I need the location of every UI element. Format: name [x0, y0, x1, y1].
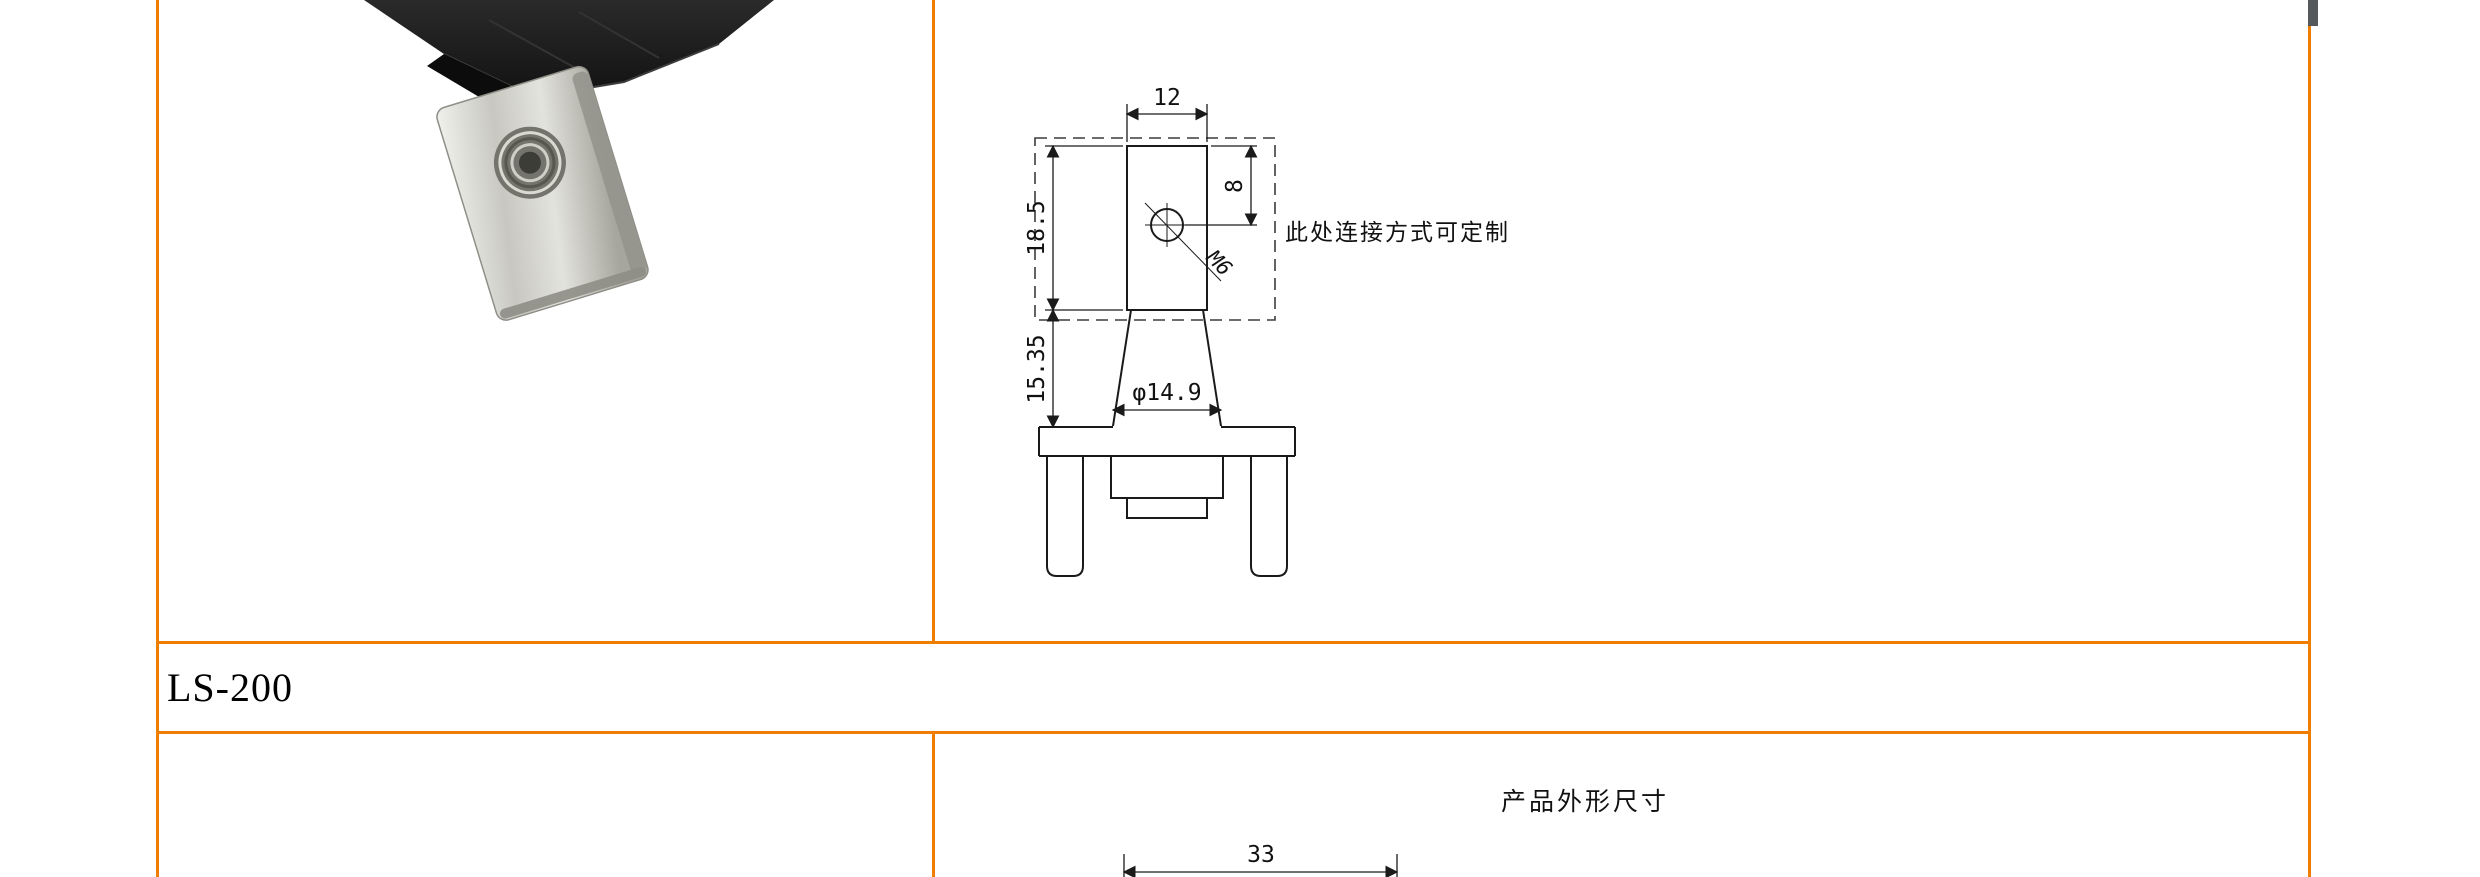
customize-note: 此处连接方式可定制 [1285, 220, 1510, 246]
technical-drawing: M6 12 8 18.5 15.35 [1024, 85, 1510, 577]
thread-hole [493, 126, 566, 199]
product-photo [364, 0, 774, 321]
table-row-divider-2 [156, 731, 2311, 734]
dimension-hole-offset: 8 [1185, 144, 1258, 227]
dim-diameter-text: φ14.9 [1132, 380, 1201, 406]
dimension-body-height: 18.5 [1024, 144, 1123, 312]
table-row-divider-1 [156, 641, 2311, 644]
nut-outline [1126, 145, 1208, 311]
table-column-divider-top [932, 0, 935, 641]
dim-width-top-text: 12 [1153, 85, 1181, 111]
table-border-left [156, 0, 159, 877]
dimension-width-top: 12 [1125, 85, 1209, 142]
model-row: LS-200 [159, 644, 2308, 731]
table-border-right [2308, 0, 2311, 877]
dim-neck-height-text: 15.35 [1024, 334, 1050, 403]
outline-dimension-fragment: 33 [1122, 842, 1399, 877]
dimension-diameter: φ14.9 [1111, 380, 1223, 417]
thread-hole-view [1144, 202, 1222, 282]
neck-outline [1112, 309, 1222, 427]
table-column-divider-bottom [932, 734, 935, 877]
section-title: 产品外形尺寸 [1500, 787, 1669, 816]
dimension-neck-height: 15.35 [1024, 308, 1109, 429]
rail-section-outline [1038, 426, 1296, 577]
dim-body-height-text: 18.5 [1024, 200, 1050, 255]
dim-33-text: 33 [1247, 842, 1275, 868]
customizable-zone-outline [1034, 137, 1276, 321]
scrollbar-fragment[interactable] [2308, 0, 2318, 26]
model-label: LS-200 [167, 665, 293, 710]
dim-hole-offset-text: 8 [1222, 179, 1248, 193]
t-nut-block [436, 65, 649, 321]
